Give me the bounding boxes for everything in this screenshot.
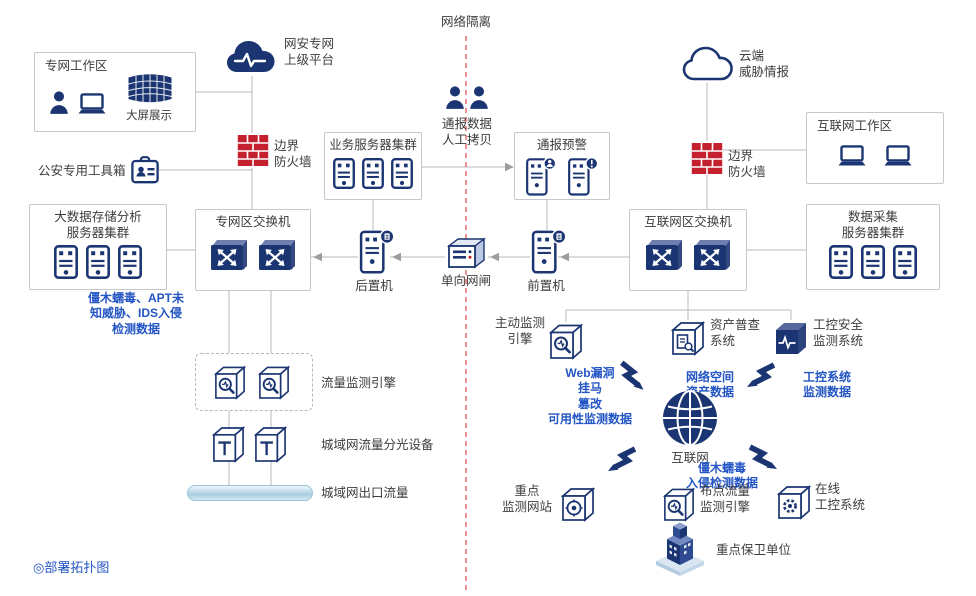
laptop-icon <box>77 93 107 115</box>
alert-server-warning-icon <box>568 156 598 196</box>
firewall-left-icon <box>237 133 269 167</box>
diagram-title: ◎部署拓扑图 <box>33 560 110 575</box>
person-icon <box>469 86 489 110</box>
private-cloud-icon <box>224 34 278 76</box>
toolbox-label: 公安专用工具箱 <box>38 164 126 178</box>
metro-traffic-pipe <box>187 485 313 501</box>
splitter-label: 城域网流量分光设备 <box>321 438 434 452</box>
point-engine-icon <box>663 486 695 522</box>
asset-census-label: 资产普查 系统 <box>710 318 761 348</box>
business-servers-box: 业务服务器集群 <box>324 132 422 200</box>
point-engine-label: 布点流量 监测引擎 <box>700 484 751 514</box>
rear-machine-label: 后置机 <box>355 279 393 293</box>
switch-icon <box>210 239 248 271</box>
threat-cloud-label: 云端 威胁情报 <box>739 49 790 79</box>
internet-globe-icon <box>661 389 719 447</box>
traffic-engine-label: 流量监测引擎 <box>321 376 397 390</box>
traffic-engine-icon <box>258 364 290 400</box>
ics-monitor-icon <box>774 320 808 356</box>
toolbox-icon <box>131 156 159 184</box>
one-way-gateway-label: 单向网闸 <box>440 274 492 288</box>
person-icon <box>49 91 69 115</box>
manual-copy-label: 通报数据 人工拷贝 <box>441 117 493 147</box>
web-vuln-data-text: Web漏洞 挂马 篡改 可用性监测数据 <box>547 366 633 427</box>
metro-traffic-label: 城域网出口流量 <box>321 486 409 500</box>
server-icon <box>893 245 917 279</box>
internet-workarea-box: 互联网工作区 <box>806 112 944 184</box>
person-icon <box>445 86 465 110</box>
internet-switch-title: 互联网区交换机 <box>644 215 732 229</box>
bigdata-servers-title: 大数据存储分析 服务器集群 <box>54 210 142 240</box>
private-workarea-box: 专网工作区 大屏展示 <box>34 52 196 132</box>
big-screen-icon <box>127 72 173 105</box>
firewall-right-icon <box>691 141 723 175</box>
firewall-right-label: 边界 防火墙 <box>728 149 766 179</box>
online-ics-label: 在线 工控系统 <box>815 482 866 512</box>
internet-workarea-title: 互联网工作区 <box>817 119 893 133</box>
key-site-label: 重点 监测网站 <box>501 484 553 514</box>
server-icon <box>118 245 142 279</box>
server-icon <box>861 245 885 279</box>
threat-cloud-icon <box>681 41 735 83</box>
collect-servers-title: 数据采集 服务器集群 <box>841 210 905 240</box>
server-icon <box>86 245 110 279</box>
server-icon <box>54 245 78 279</box>
private-cloud-label: 网安专网 上级平台 <box>284 37 335 67</box>
server-icon <box>829 245 853 279</box>
lightning-bolt-icon <box>746 362 778 392</box>
laptop-icon <box>837 145 867 167</box>
botnet-data-text: 僵木蠕毒 入侵检测数据 <box>685 461 759 491</box>
manual-copy-persons <box>445 86 489 110</box>
traffic-engine-icon <box>214 364 246 400</box>
switch-icon <box>645 239 683 271</box>
bigdata-servers-box: 大数据存储分析 服务器集群 <box>29 204 167 290</box>
isolation-label: 网络隔离 <box>440 15 492 29</box>
apt-data-text: 僵木蠕毒、APT未 知威胁、IDS入侵 检测数据 <box>87 291 185 336</box>
front-machine-label: 前置机 <box>527 279 565 293</box>
business-servers-title: 业务服务器集群 <box>329 138 417 152</box>
ics-monitor-label: 工控安全 监测系统 <box>813 318 864 348</box>
active-engine-label: 主动监测 引擎 <box>494 316 546 346</box>
ics-monitor-data-text: 工控系统 监测数据 <box>802 370 852 400</box>
private-switch-title: 专网区交换机 <box>215 215 291 229</box>
lightning-bolt-icon <box>612 359 650 395</box>
server-icon <box>391 158 413 189</box>
asset-census-icon <box>671 320 705 356</box>
big-screen-label: 大屏展示 <box>126 110 172 122</box>
server-icon <box>362 158 384 189</box>
alert-box: 通报预警 <box>514 132 610 200</box>
switch-icon <box>258 239 296 271</box>
server-icon <box>333 158 355 189</box>
key-unit-label: 重点保卫单位 <box>716 543 792 557</box>
lightning-bolt-icon <box>607 446 639 476</box>
one-way-gateway-icon <box>445 237 487 269</box>
private-workarea-title: 专网工作区 <box>45 59 108 73</box>
online-ics-icon <box>777 484 811 520</box>
firewall-left-label: 边界 防火墙 <box>274 139 312 169</box>
splitter-device-icon <box>254 424 287 465</box>
active-engine-icon <box>549 322 583 360</box>
alert-server-person-icon <box>526 156 556 196</box>
switch-icon <box>693 239 731 271</box>
front-machine-icon <box>531 228 567 274</box>
internet-label: 互联网 <box>671 451 709 465</box>
private-switch-box: 专网区交换机 <box>195 209 311 291</box>
internet-switch-box: 互联网区交换机 <box>629 209 747 291</box>
key-site-icon <box>561 486 595 522</box>
collect-servers-box: 数据采集 服务器集群 <box>806 204 940 290</box>
alert-title: 通报预警 <box>536 138 587 152</box>
key-unit-building-icon <box>650 519 710 577</box>
splitter-device-icon <box>212 424 245 465</box>
laptop-icon <box>883 145 913 167</box>
traffic-engine-box <box>195 353 313 411</box>
rear-machine-icon <box>359 228 395 274</box>
